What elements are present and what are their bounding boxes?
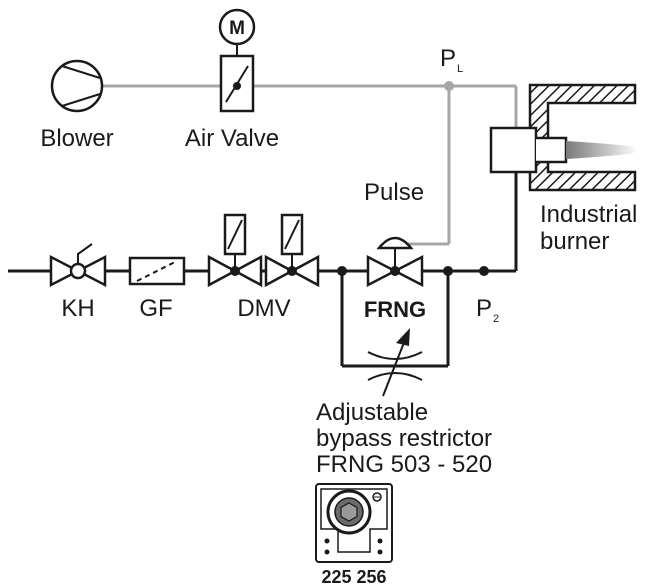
restrictor-icon — [367, 328, 423, 397]
blower-label: Blower — [40, 125, 113, 152]
restrictor-label-line1: Adjustable — [316, 399, 428, 426]
pl-label: P — [440, 45, 456, 72]
ball-valve-icon — [49, 243, 107, 288]
p2-label: P — [476, 295, 492, 322]
air-line — [102, 81, 518, 246]
dmv-label: DMV — [237, 295, 290, 322]
adjuster-part-icon — [315, 483, 393, 563]
pl-tap-point — [444, 81, 454, 91]
pulse-label: Pulse — [364, 179, 424, 206]
gf-label: GF — [139, 295, 172, 322]
gas-filter-icon — [128, 256, 186, 286]
burner-icon — [489, 83, 637, 192]
flame-icon — [566, 141, 638, 159]
pl-subscript: L — [457, 63, 463, 75]
motor-icon — [218, 8, 256, 56]
air-valve-label: Air Valve — [185, 125, 279, 152]
kh-label: KH — [61, 295, 94, 322]
restrictor-label-line3: FRNG 503 - 520 — [316, 451, 492, 478]
p2-tap-point — [479, 266, 489, 276]
p2-subscript: 2 — [493, 313, 499, 325]
burner-label-line2: burner — [540, 228, 609, 255]
solenoid-valve-icon — [207, 213, 320, 288]
part-number-label: 225 256 — [321, 567, 386, 587]
air-valve-icon — [219, 54, 255, 113]
blower-icon — [50, 59, 104, 113]
frng-label: FRNG — [364, 297, 426, 322]
motor-label: M — [229, 18, 245, 39]
pressure-regulator-icon — [366, 236, 424, 288]
restrictor-label-line2: bypass restrictor — [316, 425, 492, 452]
burner-label-line1: Industrial — [540, 201, 637, 228]
